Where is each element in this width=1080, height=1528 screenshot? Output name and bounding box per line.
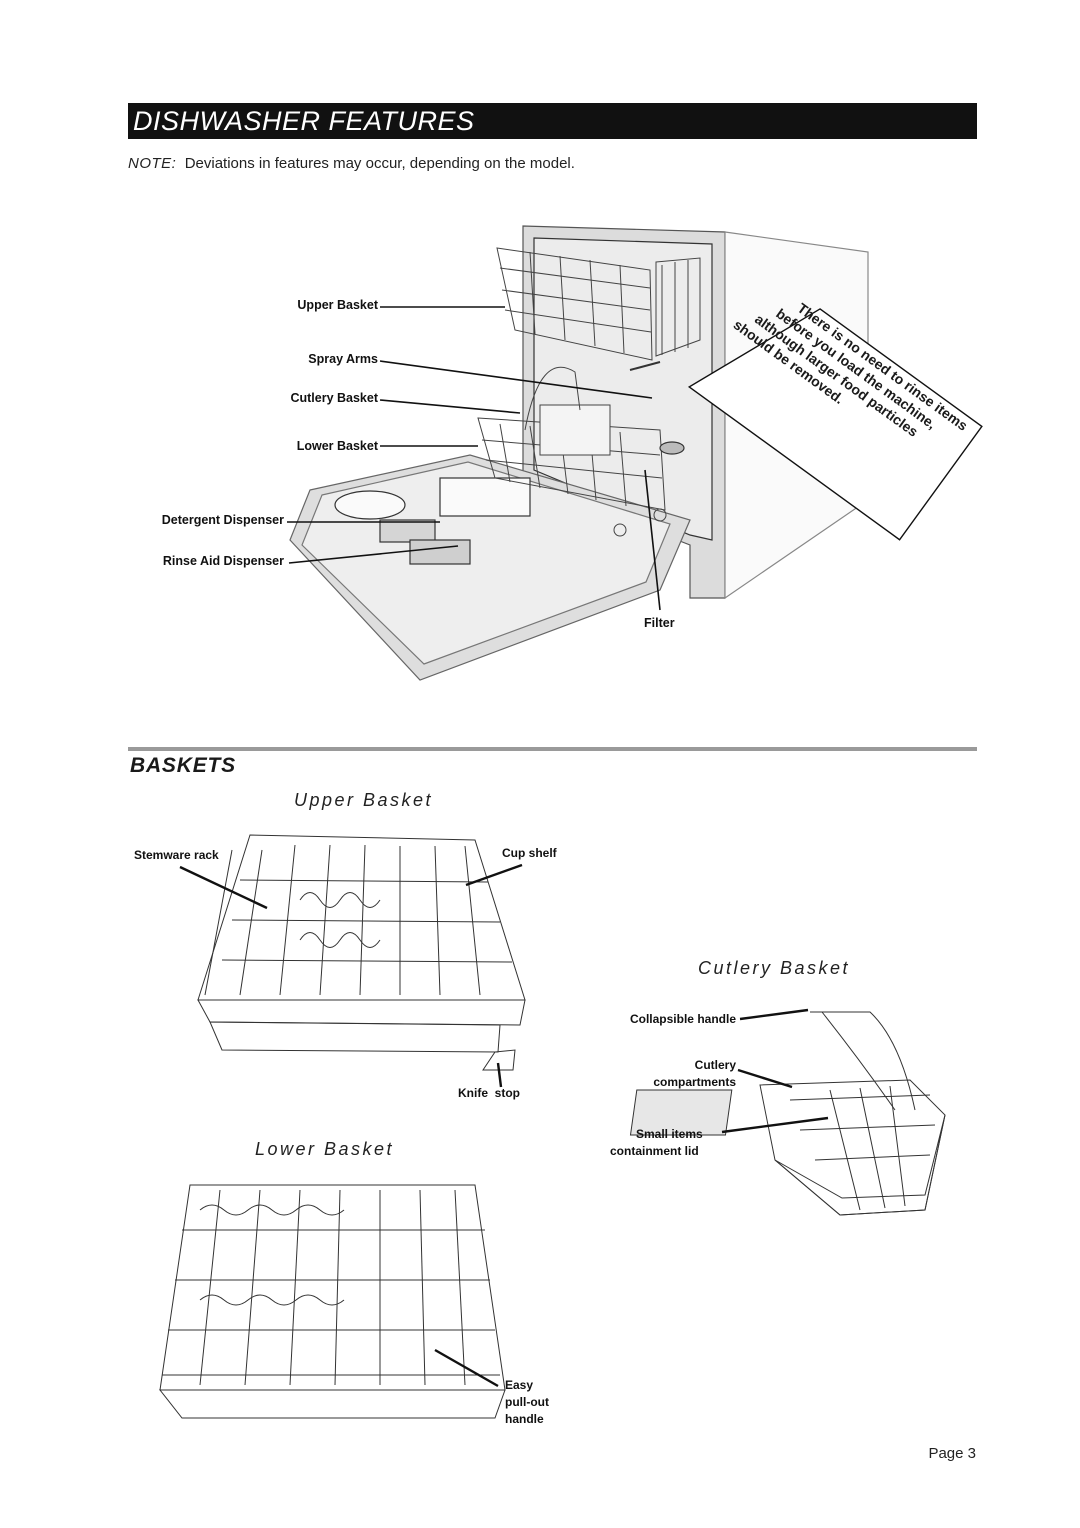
- label-small-items: Small items containment lid: [610, 1126, 703, 1160]
- label-filter: Filter: [644, 616, 675, 630]
- label-cup-shelf: Cup shelf: [502, 846, 557, 860]
- knife-stop-text: Knife stop: [458, 1086, 520, 1100]
- small-items-line-2: containment lid: [610, 1144, 699, 1158]
- label-easy-pull-out-handle: Easy pull-out handle: [505, 1377, 549, 1428]
- label-stemware-rack: Stemware rack: [134, 848, 219, 862]
- page-number: Page 3: [928, 1445, 976, 1462]
- label-cutlery-compartments: Cutlery compartments: [653, 1057, 736, 1091]
- label-detergent-dispenser: Detergent Dispenser: [161, 513, 284, 527]
- title-bar: [128, 103, 977, 139]
- label-cutlery-basket: Cutlery Basket: [290, 391, 378, 405]
- label-upper-basket: Upper Basket: [297, 298, 378, 312]
- easy-line-2: pull-out: [505, 1395, 549, 1409]
- cutlery-compartments-line-1: Cutlery: [694, 1058, 736, 1072]
- note-text: Deviations in features may occur, depend…: [184, 155, 575, 172]
- page-title: DISHWASHER FEATURES: [133, 106, 475, 136]
- easy-line-1: Easy: [505, 1378, 534, 1392]
- label-knife-stop: Knife stop: [458, 1086, 520, 1100]
- section-rule: [128, 747, 977, 751]
- label-collapsible-handle: Collapsible handle: [629, 1012, 736, 1026]
- label-rinse-aid-dispenser: Rinse Aid Dispenser: [162, 554, 284, 568]
- section-title-baskets: BASKETS: [130, 754, 236, 777]
- small-items-line-1: Small items: [636, 1127, 703, 1141]
- note: NOTE: Deviations in features may occur, …: [128, 155, 575, 172]
- label-lower-basket: Lower Basket: [296, 439, 378, 453]
- lower-basket-title: Lower Basket: [255, 1139, 395, 1159]
- upper-basket-title: Upper Basket: [294, 790, 434, 810]
- label-spray-arms: Spray Arms: [308, 352, 378, 366]
- easy-line-3: handle: [505, 1412, 544, 1426]
- cutlery-basket-title: Cutlery Basket: [698, 958, 851, 978]
- cutlery-compartments-line-2: compartments: [653, 1075, 736, 1089]
- note-prefix: NOTE:: [128, 155, 177, 172]
